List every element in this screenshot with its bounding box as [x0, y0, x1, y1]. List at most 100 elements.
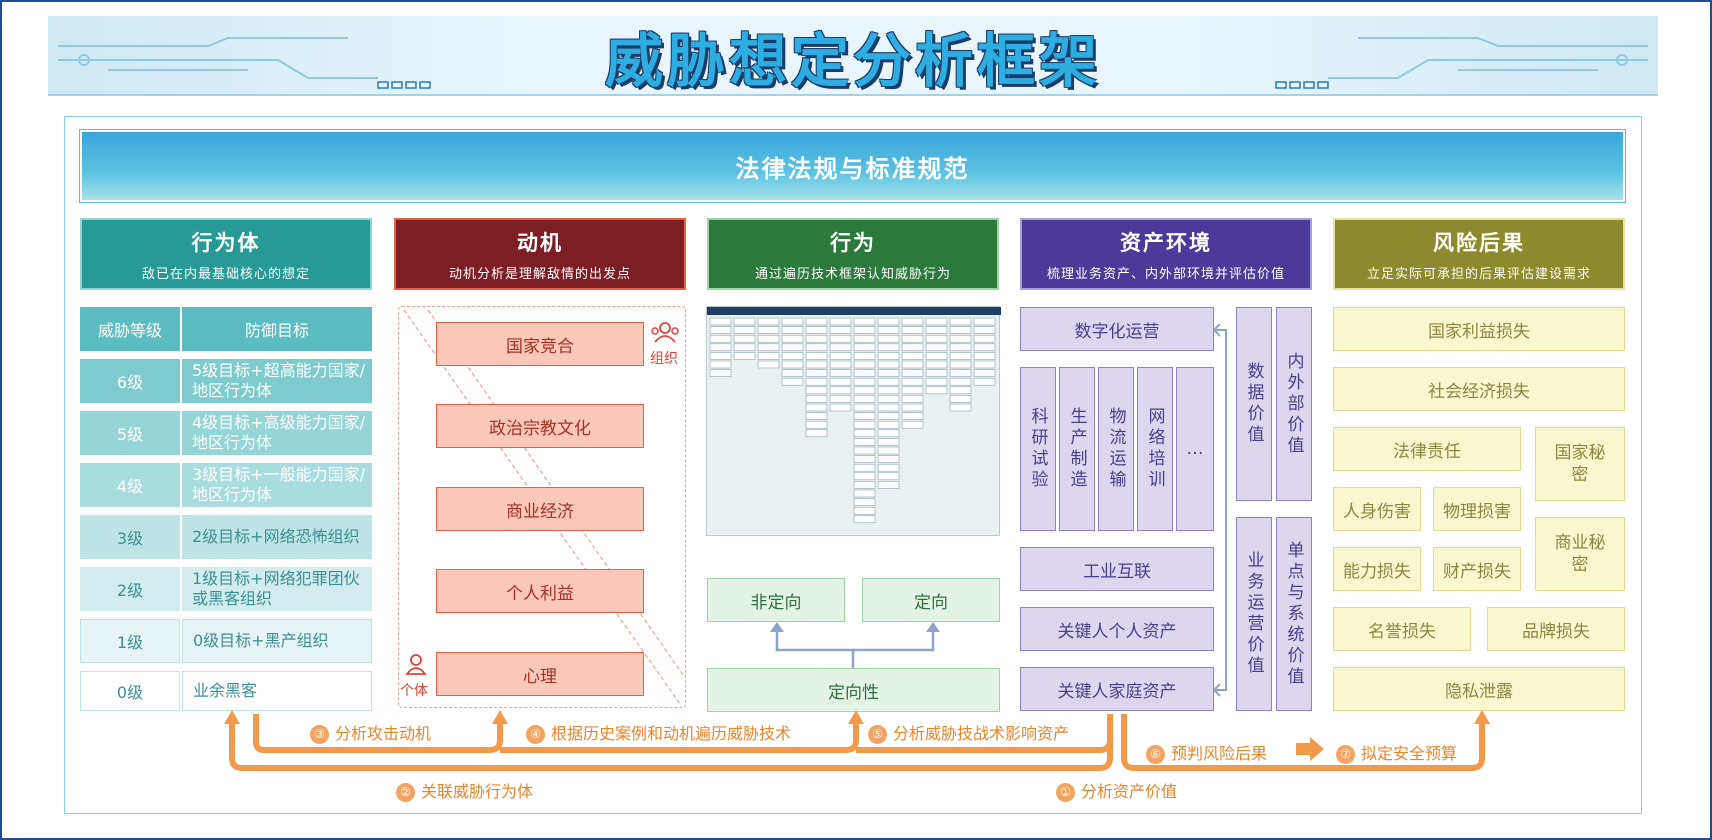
data-value-box: 数据价值: [1236, 307, 1272, 501]
table-cell-level: 4级: [80, 463, 180, 507]
table-cell-level: 5级: [80, 411, 180, 455]
matrix-cell: [877, 481, 900, 489]
table-cell-level: 3级: [80, 515, 180, 559]
matrix-cell: [877, 352, 900, 360]
matrix-cell: [781, 317, 804, 326]
directedness-box: 定向性: [707, 668, 1000, 712]
matrix-cell: [853, 472, 876, 481]
matrix-cell: [709, 369, 732, 377]
matrix-cell: [829, 395, 852, 403]
matrix-cell: [829, 403, 852, 412]
risk-brand: 品牌损失: [1487, 607, 1625, 651]
matrix-cell: [877, 317, 900, 326]
person-icon: [405, 654, 427, 675]
matrix-cell: [853, 360, 876, 369]
risk-state-secret: 国家秘密: [1535, 427, 1625, 501]
matrix-cell: [709, 317, 732, 326]
matrix-cell: [853, 326, 876, 334]
key-person-box: 关键人个人资产: [1020, 607, 1214, 651]
directedness-arrows: [770, 622, 940, 668]
matrix-cell: [925, 386, 948, 395]
matrix-cell: [853, 420, 876, 429]
matrix-cell: [757, 326, 780, 334]
matrix-cell: [949, 360, 972, 369]
matrix-cell: [853, 481, 876, 489]
matrix-cell: [973, 352, 996, 360]
matrix-cell: [829, 386, 852, 395]
matrix-cell: [853, 317, 876, 326]
risk-legal: 法律责任: [1333, 427, 1521, 471]
matrix-cell: [901, 334, 924, 343]
matrix-cell: [925, 334, 948, 343]
actor-subtitle: 敌已在内最基础核心的想定: [141, 266, 310, 282]
matrix-cell: [949, 386, 972, 395]
motive-item: 政治宗教文化: [436, 404, 644, 448]
matrix-cell: [877, 360, 900, 369]
directed-box: 定向: [862, 578, 1000, 622]
matrix-cell: [901, 326, 924, 334]
industrial-internet-box: 工业互联: [1020, 547, 1214, 591]
matrix-cell: [709, 334, 732, 343]
table-cell-goal: 5级目标+超高能力国家/地区行为体: [182, 359, 372, 403]
risk-reputation: 名誉损失: [1333, 607, 1471, 651]
matrix-cell: [829, 369, 852, 377]
matrix-cell: [877, 438, 900, 446]
matrix-cell: [901, 352, 924, 360]
matrix-cell: [709, 326, 732, 334]
matrix-cell: [805, 403, 828, 412]
matrix-cell: [757, 334, 780, 343]
risk-capability: 能力损失: [1333, 547, 1421, 591]
business-value-box: 业务运营价值: [1236, 517, 1272, 711]
risk-business-secret: 商业秘密: [1535, 517, 1625, 591]
matrix-cell: [877, 395, 900, 403]
asset-field-box: 生产制造: [1059, 367, 1095, 531]
matrix-cell: [877, 463, 900, 472]
step-text: 根据历史案例和动机遍历威胁技术: [551, 724, 792, 743]
matrix-cell: [805, 334, 828, 343]
matrix-cell: [949, 369, 972, 377]
table-cell-level: 0级: [80, 671, 180, 711]
matrix-cell: [781, 343, 804, 352]
matrix-cell: [829, 334, 852, 343]
matrix-cell: [853, 412, 876, 420]
risk-title: 风险后果: [1433, 230, 1525, 255]
risk-header: 风险后果 立足实际可承担的后果评估建设需求: [1333, 218, 1625, 290]
matrix-cell: [805, 377, 828, 386]
matrix-cell: [949, 395, 972, 403]
matrix-cell: [853, 506, 876, 515]
step-text: 拟定安全预算: [1361, 744, 1458, 763]
matrix-cell: [877, 386, 900, 395]
matrix-cell: [781, 360, 804, 369]
step-4-label: ④ 根据历史案例和动机遍历威胁技术: [526, 720, 791, 744]
matrix-cell: [853, 343, 876, 352]
motive-header: 动机 动机分析是理解敌情的出发点: [394, 218, 686, 290]
matrix-cell: [829, 377, 852, 386]
motive-item: 商业经济: [436, 487, 644, 531]
matrix-cell: [853, 438, 876, 446]
matrix-cell: [829, 317, 852, 326]
matrix-cell: [853, 446, 876, 455]
asset-title: 资产环境: [1120, 230, 1212, 255]
matrix-cell: [781, 326, 804, 334]
step-text: 分析威胁技战术影响资产: [893, 724, 1070, 743]
motive-dashed-area: [398, 306, 686, 708]
matrix-cell: [805, 343, 828, 352]
matrix-cell: [805, 420, 828, 429]
motive-item: 心理: [436, 652, 644, 696]
step-number: ②: [396, 783, 415, 802]
matrix-cell: [853, 386, 876, 395]
matrix-cell: [853, 498, 876, 506]
matrix-cell: [973, 360, 996, 369]
matrix-cell: [709, 343, 732, 352]
matrix-cell: [853, 429, 876, 438]
matrix-cell: [901, 420, 924, 429]
matrix-cell: [973, 377, 996, 386]
step-number: ④: [526, 725, 545, 744]
matrix-cell: [949, 377, 972, 386]
page-title: 威胁想定分析框架: [604, 27, 1101, 95]
matrix-cell: [733, 334, 756, 343]
matrix-cell: [757, 352, 780, 360]
matrix-cell: [901, 343, 924, 352]
matrix-cell: [829, 360, 852, 369]
